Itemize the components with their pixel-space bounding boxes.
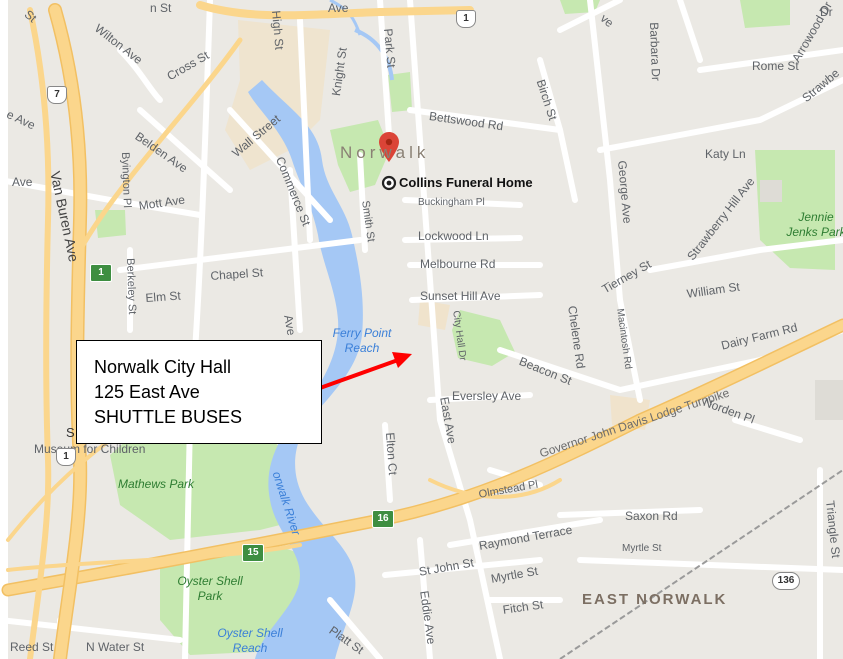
small-park <box>388 72 412 112</box>
street-label: Saxon Rd <box>625 509 678 523</box>
street-label: Barbara Dr <box>647 21 664 82</box>
arrow-icon <box>318 352 412 390</box>
street-label: Elm St <box>144 288 182 305</box>
street-label: Elton Ct <box>383 431 400 476</box>
us-route-1-shield: 1 <box>456 10 476 28</box>
street-label: High St <box>269 9 287 51</box>
water-label-oyster-shell-reach: Oyster Shell Reach <box>217 626 283 655</box>
small-left-park <box>95 210 126 238</box>
norwalk-river <box>248 80 363 659</box>
park-label-jennie-jenks-park: Jennie Jenks Park <box>786 210 843 239</box>
town-label: Norwalk <box>340 143 430 162</box>
street-label: Eversley Ave <box>452 389 522 403</box>
district-label: EAST NORWALK <box>582 591 728 608</box>
street-label: Byington Pl <box>119 151 133 209</box>
building-block <box>815 380 843 420</box>
exit-1-shield: 1 <box>90 264 112 282</box>
exit-16-shield: 16 <box>372 510 394 528</box>
poi-label-museum: Museum for Children <box>34 442 146 456</box>
street-label: Berkeley St <box>124 257 138 315</box>
street-label: Ave <box>328 1 349 15</box>
street-label: Chapel St <box>209 265 264 283</box>
street-label: Myrtle St <box>622 543 662 554</box>
street-label: Sunset Hill Ave <box>420 289 501 303</box>
street-label: Buckingham Pl <box>418 197 485 208</box>
building-block-2 <box>760 180 782 202</box>
street-label: Melbourne Rd <box>420 257 496 271</box>
street-label: Katy Ln <box>705 147 746 161</box>
poi-label-funeral-home[interactable]: Collins Funeral Home <box>399 175 533 190</box>
route-136-shield: 136 <box>772 572 800 590</box>
route-7-shield: 7 <box>47 86 67 104</box>
top-right-park <box>740 0 790 28</box>
street-label: N Water St <box>86 640 145 654</box>
callout-line-title: Norwalk City Hall <box>94 357 232 377</box>
exit-15-shield: 15 <box>242 544 264 562</box>
street-label: Rome St <box>752 59 799 73</box>
street-label: Park St <box>381 27 399 69</box>
callout-line-address: 125 East Ave <box>94 382 200 402</box>
mathews-park-area <box>110 415 300 540</box>
street-label: Ave <box>12 175 33 189</box>
us-route-1-shield-left: 1 <box>56 448 76 466</box>
railroad <box>559 469 843 659</box>
water-label-ferry-point-reach: Ferry Point Reach <box>332 326 392 355</box>
park-label-oyster-shell-park: Oyster Shell Park <box>177 574 243 603</box>
street-label: Ave <box>281 313 299 337</box>
street-label: Dr <box>820 5 833 19</box>
map-pin-icon[interactable] <box>379 132 399 162</box>
street-label: n St <box>150 1 172 15</box>
place-marker-icon[interactable] <box>381 175 397 191</box>
street-label: Reed St <box>10 640 54 654</box>
callout-line-shuttle: SHUTTLE BUSES <box>94 407 243 427</box>
park-label-mathews-park: Mathews Park <box>118 477 195 491</box>
callout-box: Norwalk City Hall 125 East Ave SHUTTLE B… <box>76 340 322 444</box>
street-label: Lockwood Ln <box>418 229 489 243</box>
street-label: S <box>66 425 75 440</box>
